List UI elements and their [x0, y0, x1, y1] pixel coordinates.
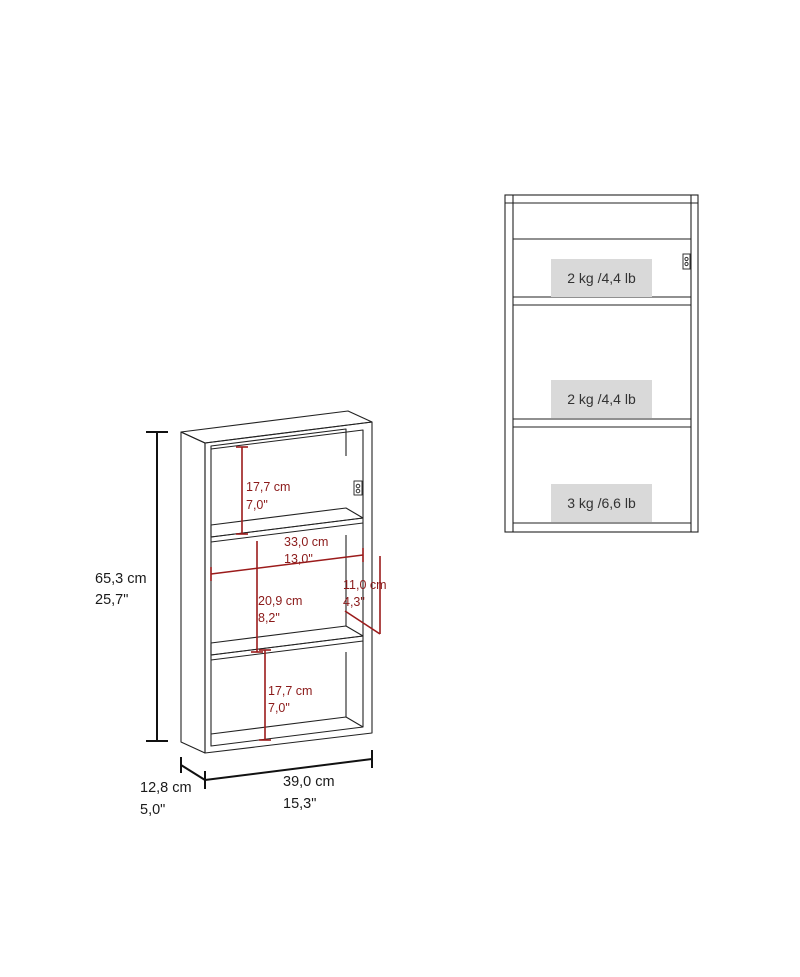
- middle-compartment-in-label: 8,2": [258, 611, 280, 625]
- height-dimension-line: [146, 431, 168, 742]
- cabinet-isometric-view: [180, 410, 373, 754]
- width-cm-label: 39,0 cm: [283, 774, 335, 790]
- load-badge-top-bg: [551, 259, 652, 297]
- cabinet-front-view: [504, 194, 699, 533]
- cabinet-inner-opening: [210, 429, 364, 747]
- cabinet-bottom-inner: [210, 716, 364, 735]
- load-badge-bottom-bg: [551, 484, 652, 522]
- load-badge-middle-bg: [551, 380, 652, 418]
- height-in-label: 25,7": [95, 592, 128, 608]
- cabinet-top-panel: [180, 410, 373, 444]
- cabinet-left-side: [180, 431, 206, 754]
- hinge-icon: [353, 480, 363, 496]
- inner-depth-in-label: 4,3": [343, 595, 365, 609]
- shelf-lower: [210, 625, 364, 661]
- load-badge-bottom: 3 kg /6,6 lb: [567, 495, 636, 511]
- depth-in-label: 5,0": [140, 802, 165, 818]
- top-compartment-in-label: 7,0": [246, 498, 268, 512]
- width-in-label: 15,3": [283, 796, 316, 812]
- shelf-load-labels: 2 kg /4,4 lb 2 kg /4,4 lb 3 kg /6,6 lb: [551, 259, 652, 522]
- inner-width-in-label: 13,0": [284, 552, 313, 566]
- middle-compartment-cm-label: 20,9 cm: [258, 594, 302, 608]
- load-badge-middle: 2 kg /4,4 lb: [567, 391, 636, 407]
- bottom-compartment-in-label: 7,0": [268, 701, 290, 715]
- top-compartment-cm-label: 17,7 cm: [246, 480, 290, 494]
- internal-dimension-lines: [210, 446, 381, 741]
- front-hinge-icon: [682, 253, 691, 270]
- cabinet-back-edge: [210, 428, 347, 456]
- inner-width-cm-label: 33,0 cm: [284, 535, 328, 549]
- bottom-compartment-cm-label: 17,7 cm: [268, 684, 312, 698]
- height-cm-label: 65,3 cm: [95, 571, 147, 587]
- load-badge-top: 2 kg /4,4 lb: [567, 270, 636, 286]
- depth-dimension-line: [180, 757, 206, 781]
- depth-cm-label: 12,8 cm: [140, 780, 192, 796]
- front-view-outer: [504, 194, 699, 533]
- inner-depth-cm-label: 11,0 cm: [343, 578, 387, 592]
